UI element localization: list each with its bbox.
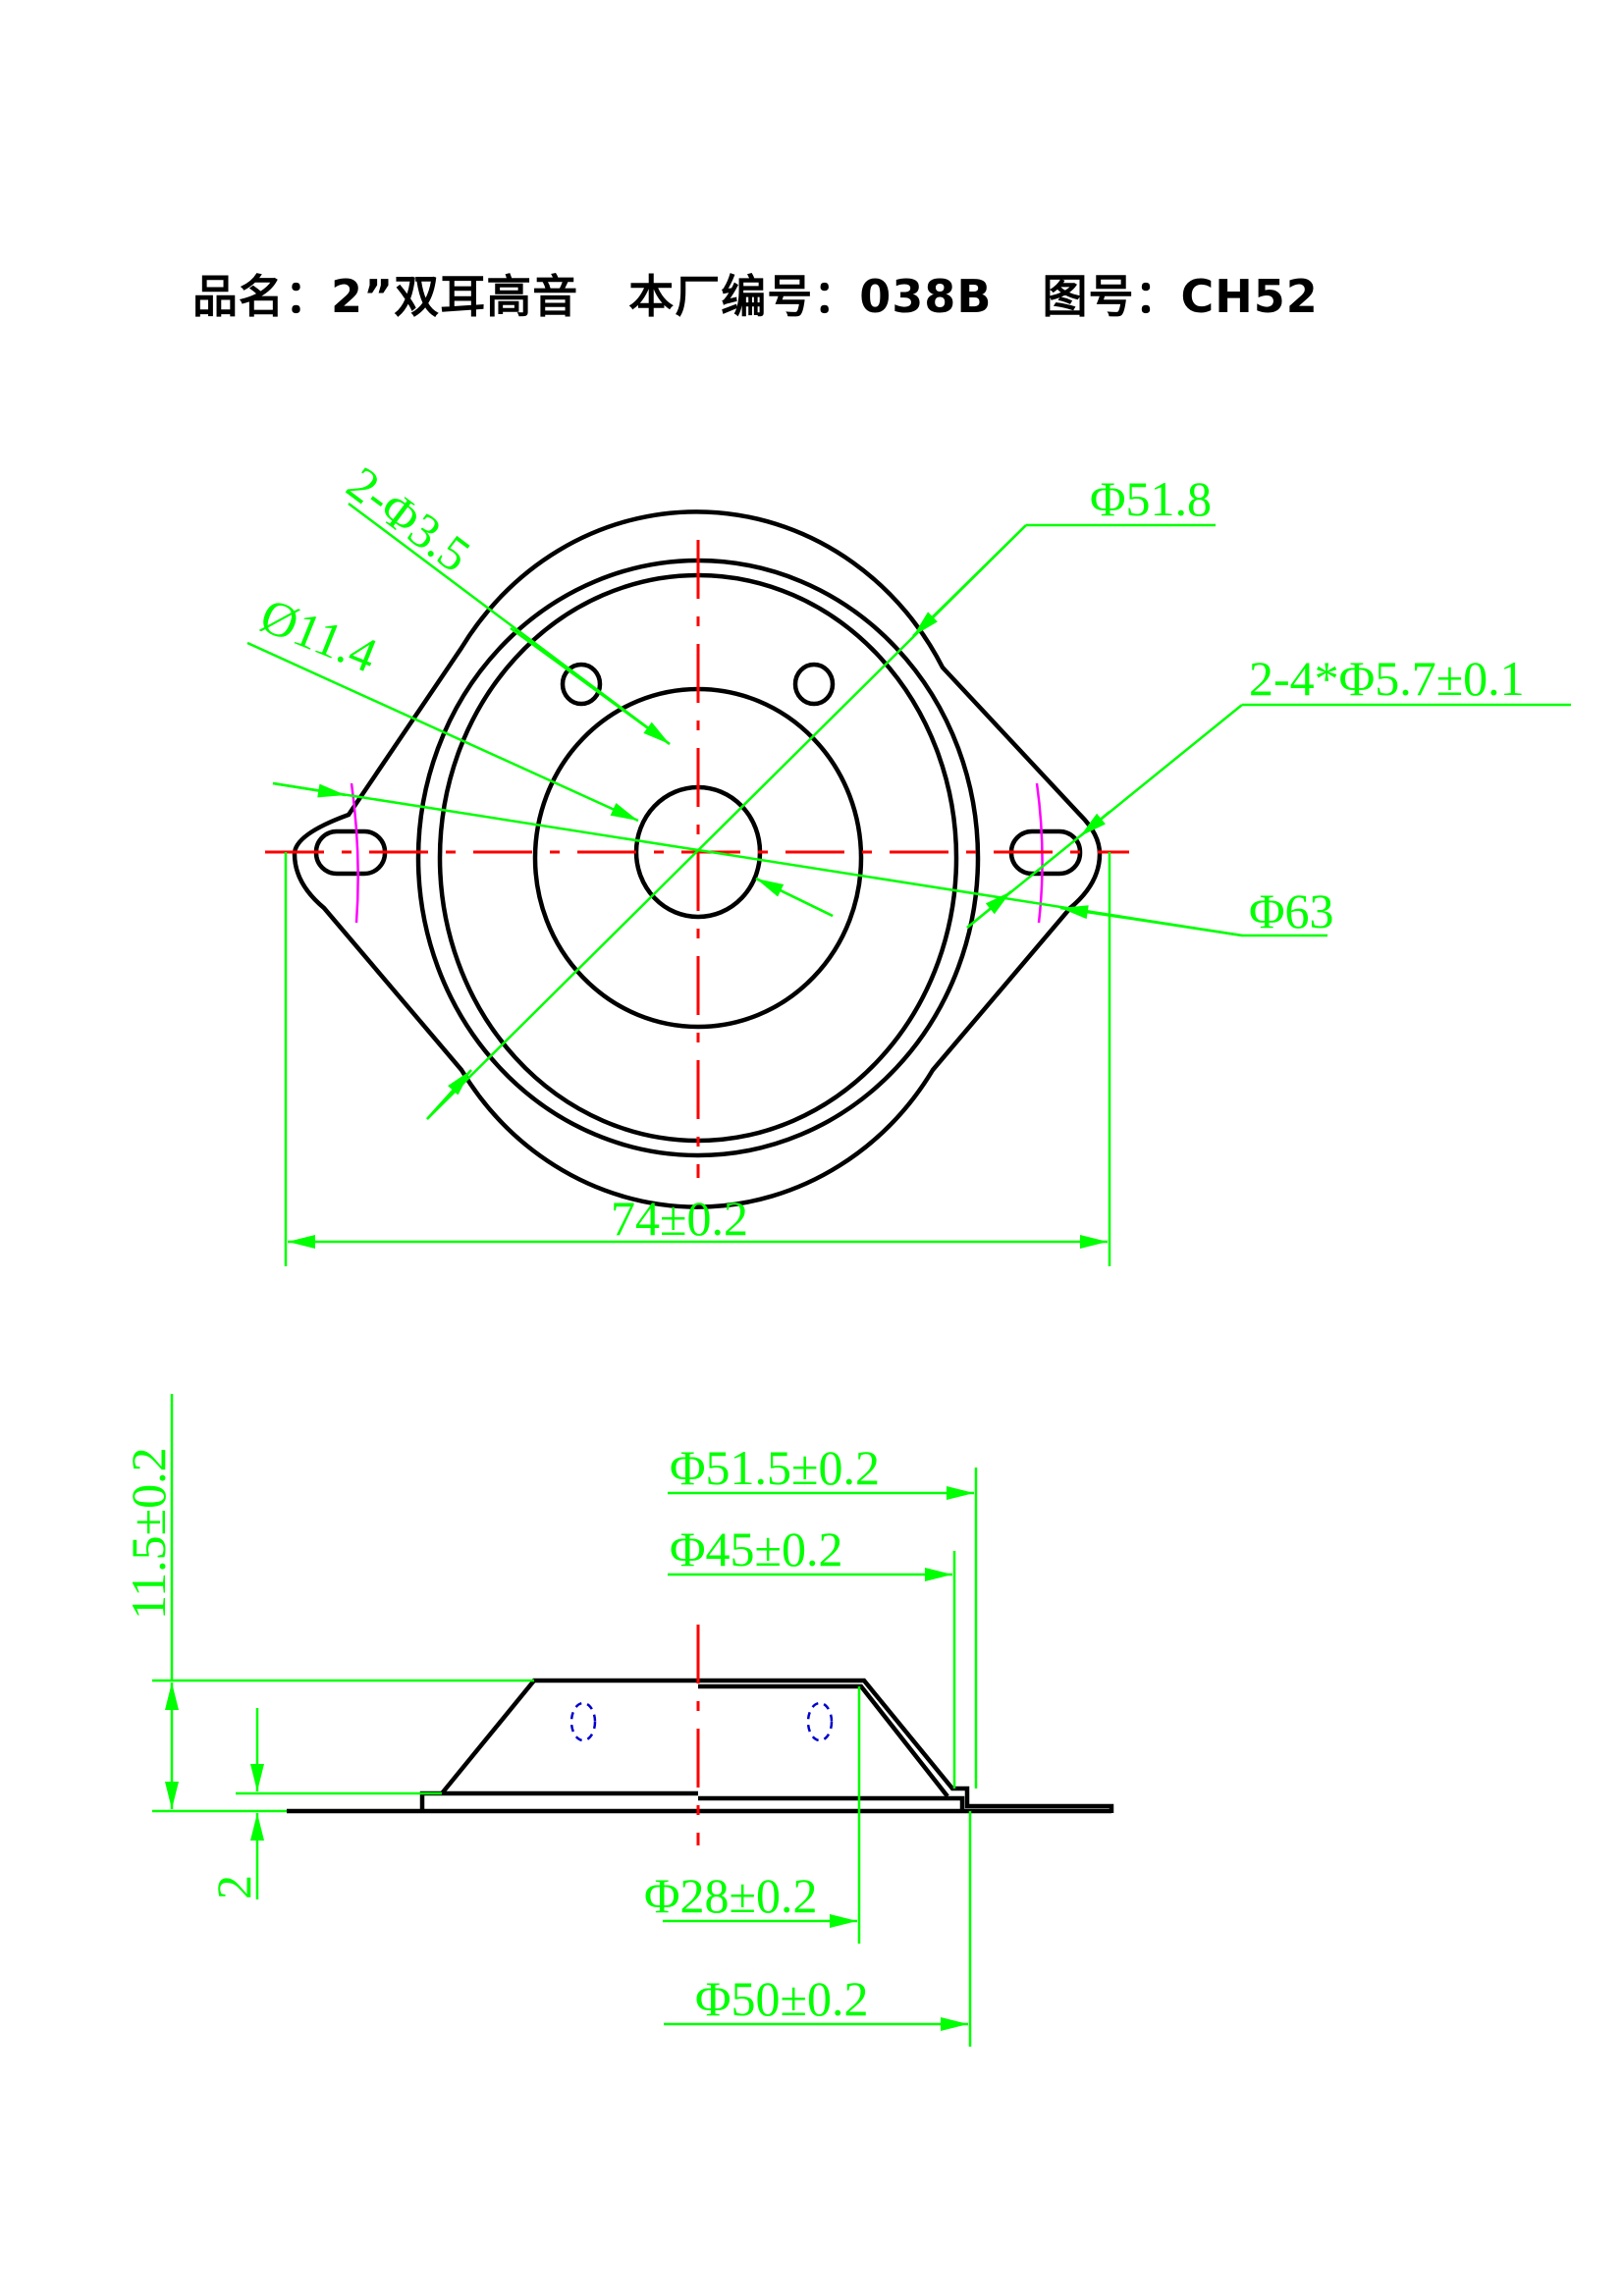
hidden-hole-left bbox=[569, 1701, 597, 1742]
top-view: 2-Φ3.5 Ø11.4 Φ51.8 2-4*Φ5.7±0.1 Φ63 74±0… bbox=[246, 455, 1571, 1266]
dim-mounting-holes: 2-Φ3.5 bbox=[337, 455, 480, 582]
dim-base-dia: Φ50±0.2 bbox=[695, 1971, 869, 2026]
product-name: 2”双耳高音 bbox=[331, 270, 579, 323]
factory-no-label: 本厂编号： bbox=[628, 270, 860, 323]
drawing-no-label: 图号： bbox=[1042, 270, 1181, 323]
dim-hole-pitch: Φ63 bbox=[1249, 883, 1334, 938]
dim-outer-ring-dia: Φ51.8 bbox=[1090, 471, 1212, 526]
dim-inner-dia: Ø11.4 bbox=[253, 587, 385, 683]
dim-step-dia: Φ45±0.2 bbox=[670, 1522, 843, 1576]
dim-dome-dia: Φ28±0.2 bbox=[644, 1868, 818, 1923]
cone-right-inner bbox=[698, 1683, 949, 1798]
dim-overall-width: 74±0.2 bbox=[611, 1191, 748, 1246]
small-hole-left bbox=[560, 662, 603, 707]
product-label: 品名： bbox=[192, 270, 331, 323]
small-hole-right bbox=[792, 662, 836, 707]
hidden-hole-right bbox=[806, 1701, 834, 1742]
base-left-step bbox=[419, 1790, 698, 1811]
dim-ear-slots: 2-4*Φ5.7±0.1 bbox=[1249, 651, 1525, 706]
side-view: 11.5±0.2 2 Φ51.5±0.2 Φ45±0.2 Φ28±0.2 Φ50… bbox=[121, 1394, 1114, 2047]
cone-right-outer bbox=[698, 1678, 1114, 1813]
drawing-no: CH52 bbox=[1180, 270, 1319, 323]
cone-left bbox=[440, 1678, 698, 1795]
base-right-step bbox=[698, 1795, 965, 1811]
dim-height: 11.5±0.2 bbox=[121, 1447, 176, 1620]
factory-no: 038B bbox=[859, 270, 993, 323]
drawing-title: 品名：2”双耳高音 本厂编号：038B 图号：CH52 bbox=[192, 261, 1469, 326]
pitch-arc-left bbox=[350, 782, 359, 924]
dim-top-dia: Φ51.5±0.2 bbox=[670, 1440, 880, 1495]
dim-base-thickness: 2 bbox=[206, 1875, 261, 1899]
